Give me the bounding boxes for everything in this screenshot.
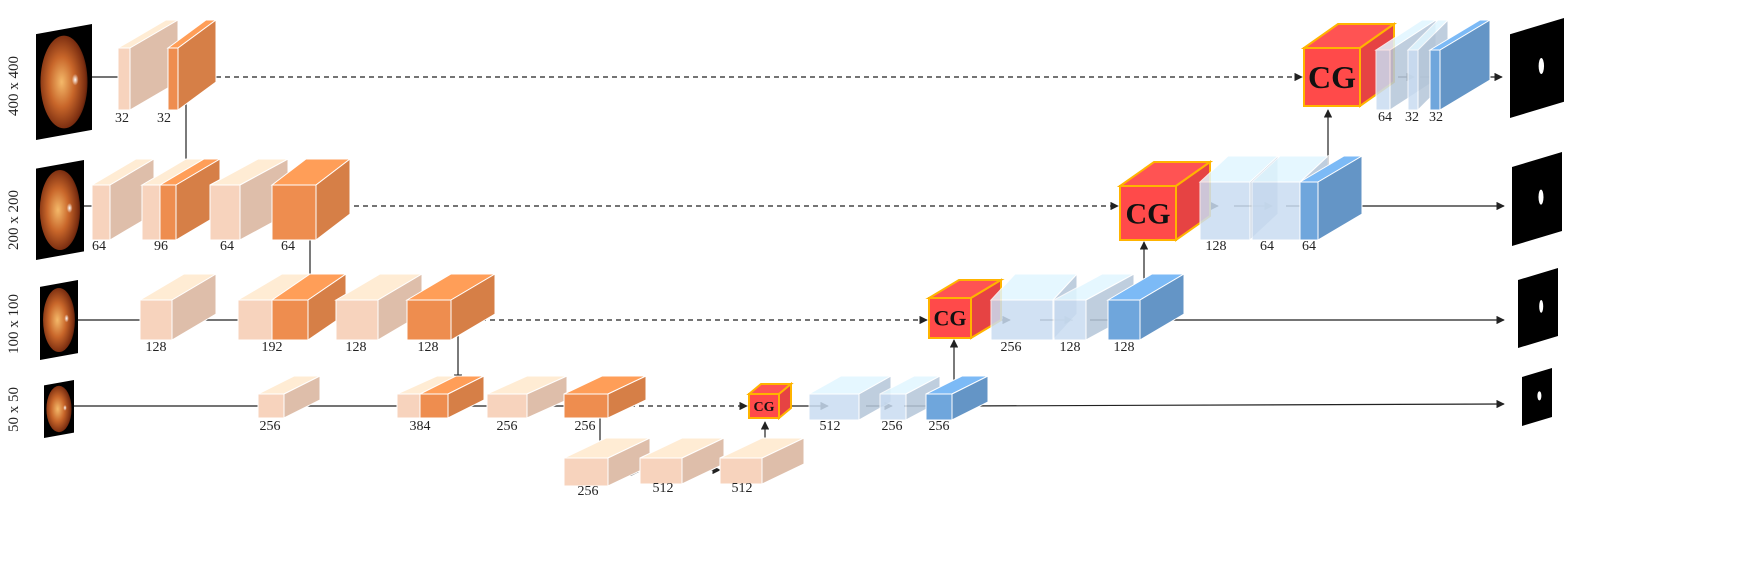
ch-row3-dec-0: 256 xyxy=(1001,340,1022,355)
ch-row4-dec-2: 256 xyxy=(929,419,950,434)
ch-row4-enc-2: 256 xyxy=(497,419,518,434)
input-image-400 xyxy=(36,24,92,140)
input-image-200 xyxy=(36,160,84,260)
ch-row3-enc-3: 128 xyxy=(418,340,439,355)
enc1-a xyxy=(116,19,180,111)
enc3-d xyxy=(334,273,424,341)
bot-a xyxy=(563,437,651,487)
cg-50: CG xyxy=(746,381,794,421)
output-mask-400 xyxy=(1510,18,1564,118)
ch-row2-dec-1: 64 xyxy=(1260,239,1274,254)
output-mask-50 xyxy=(1522,368,1552,426)
ch-row4-enc-0: 256 xyxy=(260,419,281,434)
bot-c xyxy=(719,437,805,485)
cg-100: CG xyxy=(925,278,1005,340)
cg-label: CG xyxy=(1126,198,1171,231)
enc4-e xyxy=(563,375,647,419)
enc3-a xyxy=(138,273,218,341)
ch-row2-dec-0: 128 xyxy=(1206,239,1227,254)
enc2-e xyxy=(270,157,352,242)
ch-row2-enc-1: 96 xyxy=(154,239,168,254)
enc4-d xyxy=(486,375,568,419)
ch-bottleneck-1: 512 xyxy=(653,481,674,496)
ch-row4-enc-1: 384 xyxy=(410,419,431,434)
enc1-b xyxy=(166,19,218,111)
ch-row2-enc-2: 64 xyxy=(220,239,234,254)
cg-label: CG xyxy=(1308,59,1356,95)
ch-row2-enc-3: 64 xyxy=(281,239,295,254)
dec1-c xyxy=(1428,19,1492,111)
dec4-c xyxy=(925,375,989,421)
ch-bottleneck-2: 512 xyxy=(732,481,753,496)
ch-row3-dec-2: 128 xyxy=(1114,340,1135,355)
feature-blocks: CG CG CG CG xyxy=(90,18,1492,487)
io-images xyxy=(36,18,1564,438)
ch-row1-enc-0: 32 xyxy=(115,111,129,126)
dec4-b xyxy=(879,375,941,421)
d8 xyxy=(957,399,1505,409)
ch-row2-enc-0: 64 xyxy=(92,239,106,254)
ch-row1-enc-1: 32 xyxy=(157,111,171,126)
ch-row4-enc-3: 256 xyxy=(575,419,596,434)
cg-200: CG xyxy=(1116,160,1214,242)
output-mask-100 xyxy=(1518,268,1558,348)
ch-row3-dec-1: 128 xyxy=(1060,340,1081,355)
ch-row3-enc-0: 128 xyxy=(146,340,167,355)
ch-bottleneck-0: 256 xyxy=(578,484,599,499)
ch-row1-dec-2: 32 xyxy=(1429,110,1443,125)
enc3-c xyxy=(270,273,348,341)
dec2-c xyxy=(1298,155,1364,241)
dec3-c xyxy=(1106,273,1186,341)
enc4-a xyxy=(257,375,321,419)
input-image-100 xyxy=(40,280,78,360)
dec4-a xyxy=(807,375,893,421)
ch-row4-dec-1: 256 xyxy=(882,419,903,434)
enc3-e xyxy=(405,273,497,341)
ch-row1-dec-0: 64 xyxy=(1378,110,1392,125)
ch-row4-dec-0: 512 xyxy=(820,419,841,434)
input-image-50 xyxy=(44,380,74,438)
enc4-c xyxy=(419,375,485,419)
ch-row3-enc-2: 128 xyxy=(346,340,367,355)
bot-b xyxy=(639,437,725,485)
output-mask-200 xyxy=(1512,152,1562,246)
channel-labels: 32 32 64 32 32 64 96 64 64 128 64 64 128 192 128 128 256… xyxy=(92,110,1443,499)
ch-row2-dec-2: 64 xyxy=(1302,239,1316,254)
ch-row1-dec-1: 32 xyxy=(1405,110,1419,125)
cg-label: CG xyxy=(934,306,967,331)
cg-label: CG xyxy=(754,400,775,415)
ch-row3-enc-1: 192 xyxy=(262,340,283,355)
